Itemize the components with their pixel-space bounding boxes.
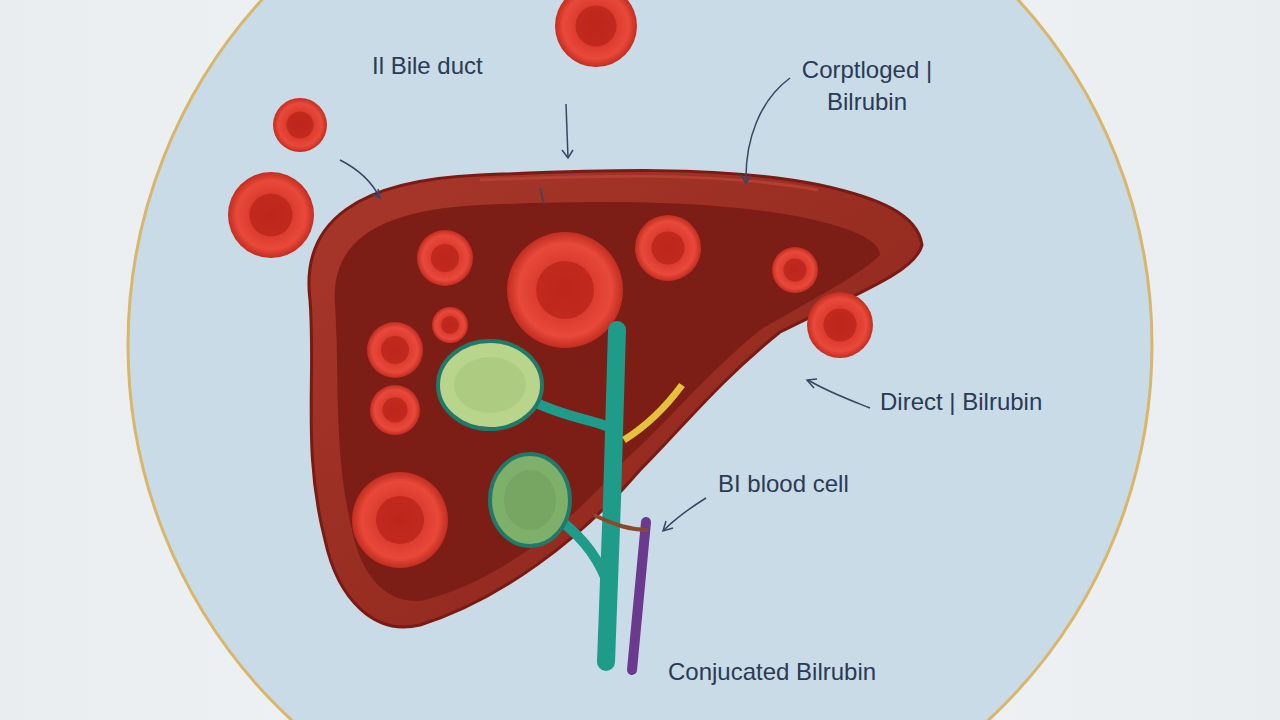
bile-duct-label: Il Bile duct <box>372 50 572 82</box>
gallbladders <box>438 341 570 546</box>
conjugated-bilirubin-label: Conjucated Bilrubin <box>668 656 968 688</box>
background-circle <box>128 0 1152 720</box>
direct-bilirubin-label: Direct | Bilrubin <box>880 386 1120 418</box>
blood-cell-label: BI blood cell <box>718 468 938 500</box>
leader-lines <box>340 78 870 531</box>
bilirubin-label: Corptloged | Bilrubin <box>782 54 952 118</box>
liver-highlight <box>480 176 818 190</box>
